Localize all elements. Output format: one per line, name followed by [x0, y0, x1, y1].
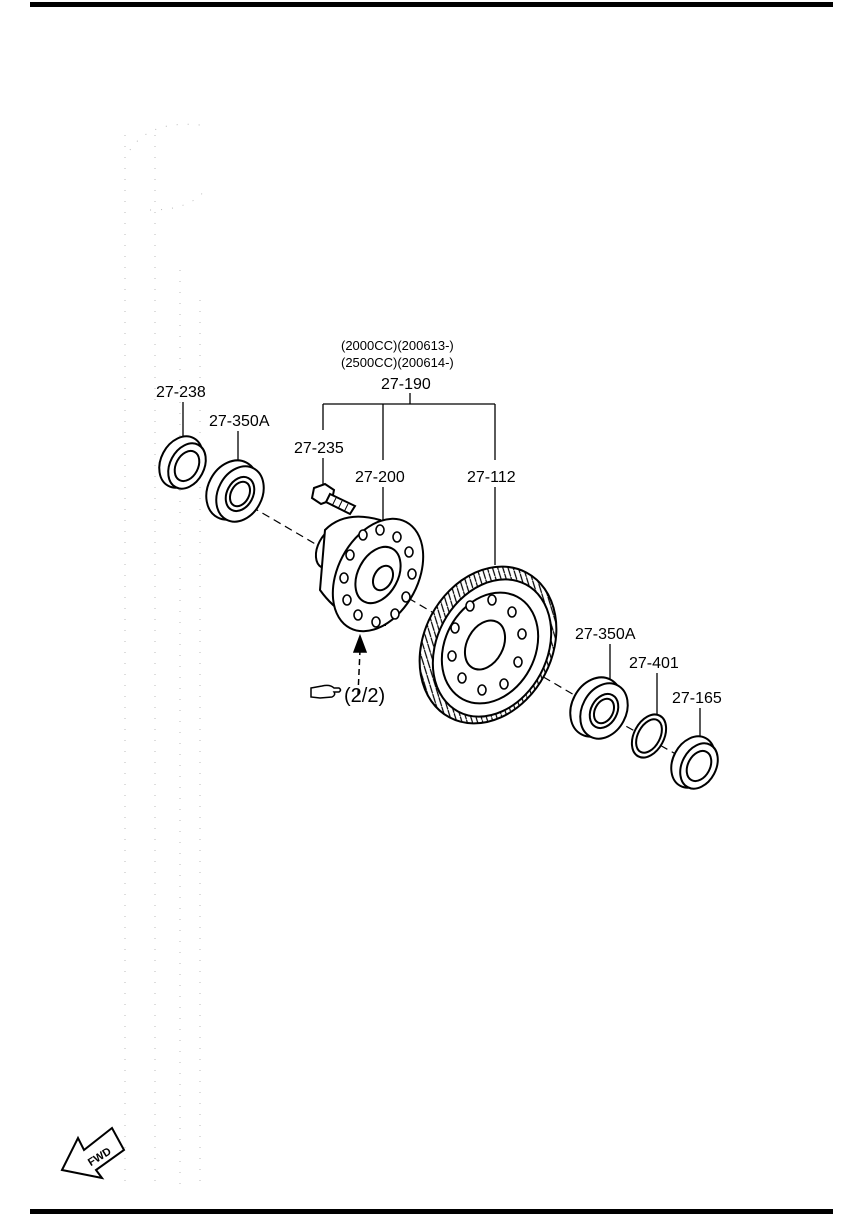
label-27-112: 27-112 [467, 469, 516, 486]
leader-lines [182, 402, 701, 740]
label-27-165: 27-165 [672, 690, 722, 707]
oil-seal-27-238 [158, 435, 207, 490]
label-27-350A-left: 27-350A [209, 413, 270, 430]
bottom-border [30, 1209, 833, 1214]
bolt-27-235 [310, 482, 357, 516]
reference-arrow [352, 633, 368, 696]
header-note-1: (2000CC)(200613-) [341, 338, 454, 353]
label-27-238: 27-238 [156, 384, 206, 401]
label-27-350A-right: 27-350A [575, 626, 636, 643]
bearing-27-350A-right [569, 676, 629, 740]
pointing-hand-icon [310, 684, 342, 699]
bearing-27-350A-left [205, 459, 265, 523]
reference-label: (2/2) [344, 685, 385, 707]
fwd-arrow-icon: FWD [60, 1126, 126, 1180]
shim-27-401 [630, 713, 668, 759]
top-border [30, 2, 833, 7]
label-27-235: 27-235 [294, 440, 344, 457]
group-bracket [322, 393, 496, 460]
oil-seal-27-165 [670, 735, 719, 790]
header-note-2: (2500CC)(200614-) [341, 355, 454, 370]
differential-case-27-200 [314, 515, 425, 633]
ring-gear-27-112 [418, 565, 558, 725]
label-27-190: 27-190 [381, 376, 431, 393]
label-27-401: 27-401 [629, 655, 679, 672]
label-27-200: 27-200 [355, 469, 405, 486]
dotted-guides [124, 123, 206, 1190]
